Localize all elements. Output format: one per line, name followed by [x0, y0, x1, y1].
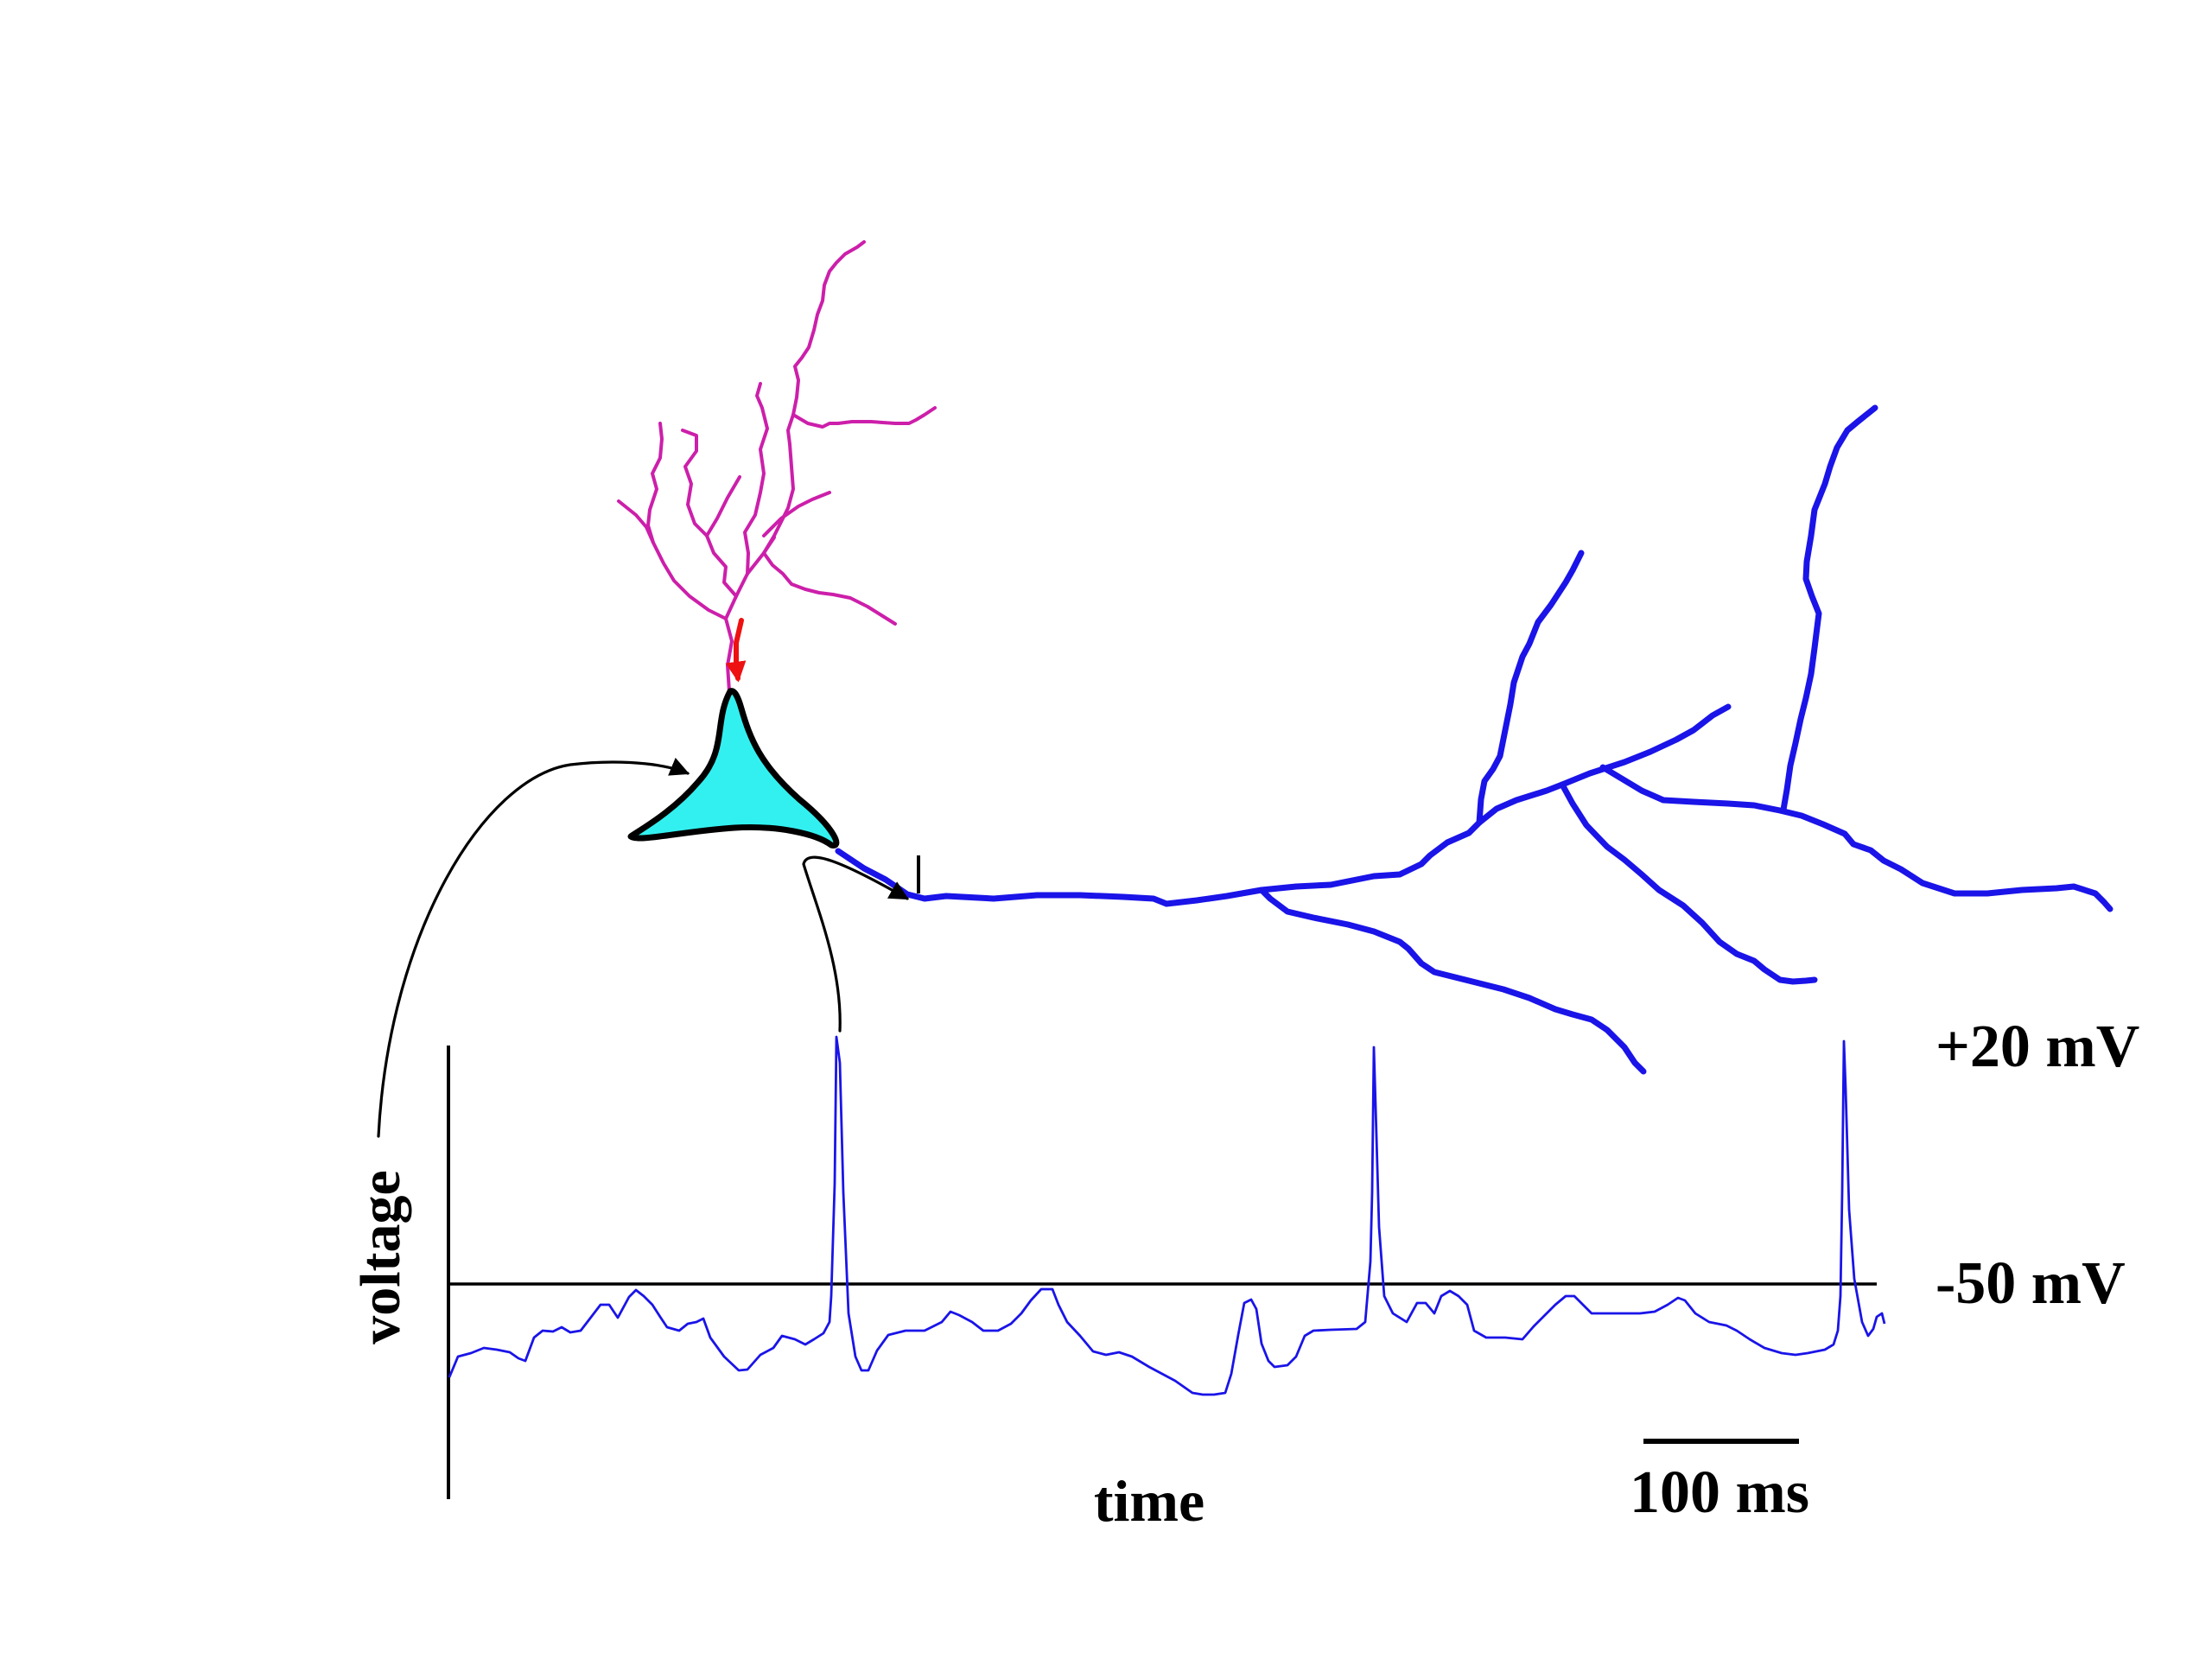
signal-direction-arrow — [725, 618, 747, 683]
scale-bar-label: 100 ms — [1630, 1459, 1809, 1526]
dendrite-upper-right-twig — [791, 406, 937, 429]
time-axis-label: time — [1094, 1468, 1205, 1534]
dendrite-inner-left-branch — [681, 429, 738, 598]
pointer-spike-to-axon — [802, 855, 909, 1033]
dendrite-inner-left-twig — [705, 475, 741, 537]
pointer-voltage-to-soma — [377, 757, 690, 1138]
axon-collateral-up-right — [1780, 404, 1878, 813]
membrane-voltage-trace — [448, 1035, 1886, 1396]
axon-tree — [835, 404, 2113, 1075]
axon-collateral-low — [1258, 887, 1647, 1075]
dendrite-trunk — [724, 536, 776, 693]
minus-50-mv-label: -50 mV — [1936, 1250, 2126, 1317]
voltage-trace-plot — [447, 1035, 1886, 1499]
dendritic-tree — [617, 240, 937, 693]
dendrite-center-branch — [743, 382, 769, 575]
axon-collateral-right — [1599, 764, 2113, 912]
plus-20-mv-label: +20 mV — [1936, 1014, 2139, 1080]
axon-collateral-down — [1559, 781, 1818, 985]
dendrite-center-twig — [762, 491, 831, 537]
dendrite-lower-right-branch — [762, 551, 897, 626]
dendrite-left-branch — [617, 499, 728, 620]
dendrite-left-branch-tip — [646, 422, 664, 544]
voltage-axis-label: voltage — [349, 1170, 412, 1344]
dendrite-upper-branch — [762, 240, 866, 555]
axon-collateral-up-left — [1476, 550, 1585, 826]
soma — [627, 688, 840, 849]
axon-main — [835, 703, 1732, 907]
